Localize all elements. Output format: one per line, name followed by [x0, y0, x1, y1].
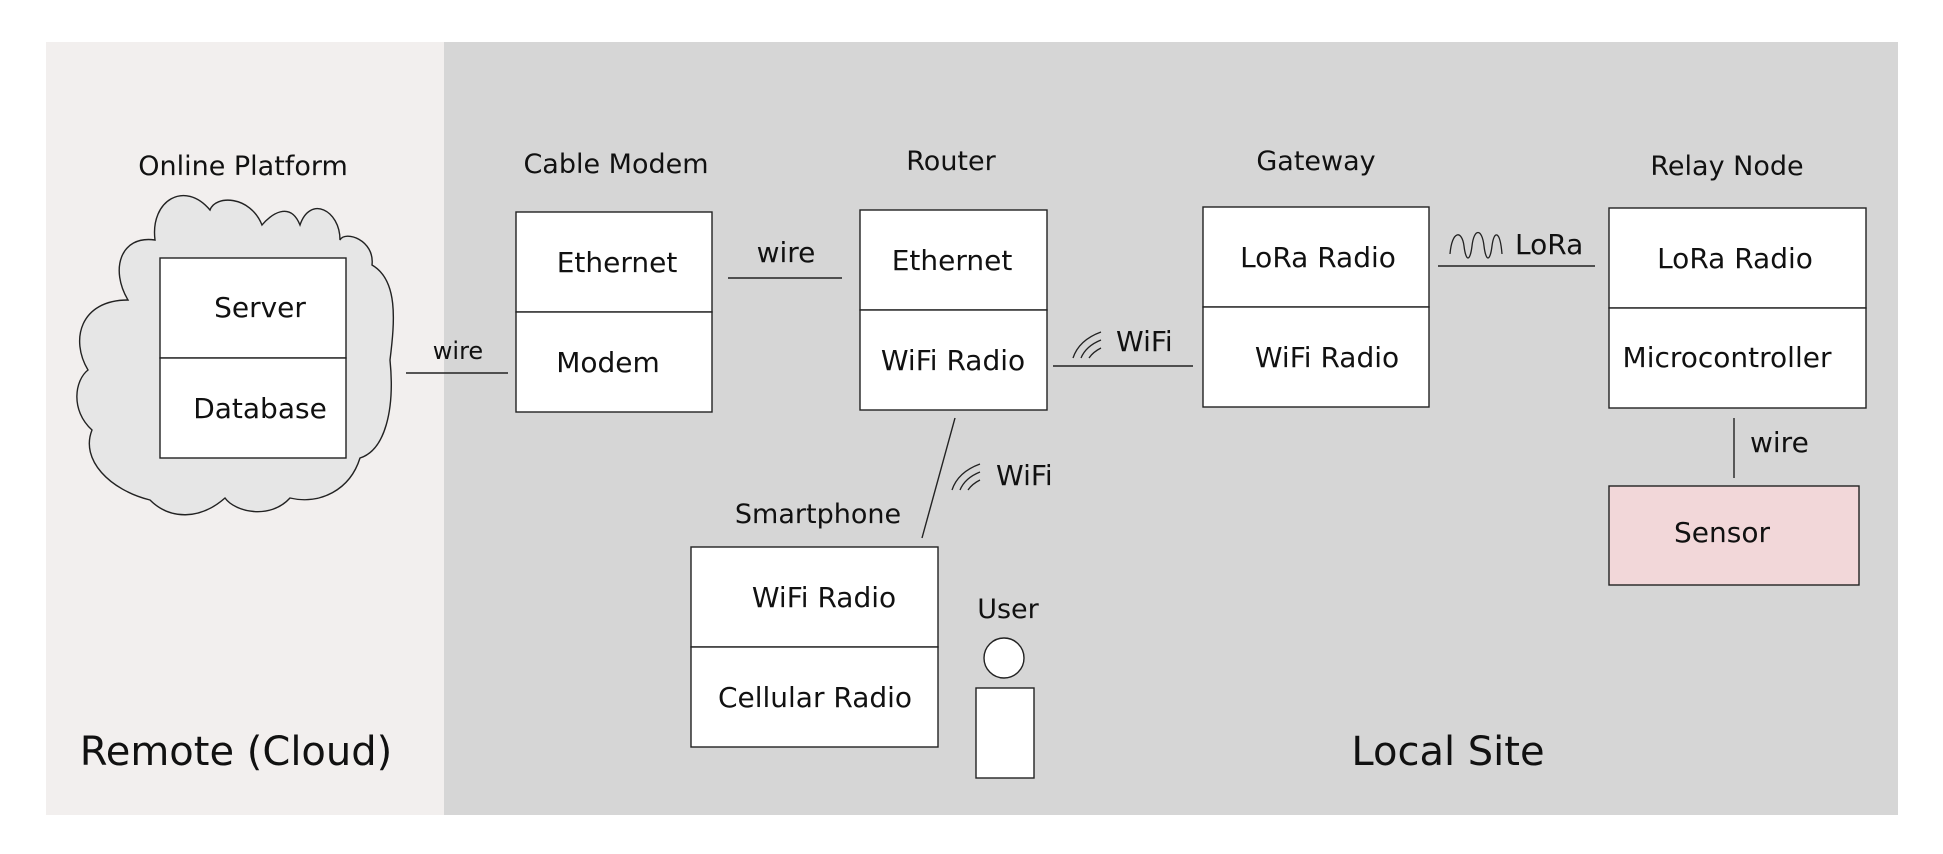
modem-ethernet-label: Ethernet: [557, 246, 678, 279]
router-ethernet-label: Ethernet: [892, 244, 1013, 277]
gateway-wifi-label: WiFi Radio: [1255, 341, 1399, 374]
link-router-smartphone-label: WiFi: [996, 459, 1053, 492]
router-title: Router: [906, 146, 996, 177]
relay-mcu-cell: [1608, 307, 1867, 409]
modem-modem-cell: [515, 311, 713, 413]
gateway-wifi-cell: [1202, 306, 1430, 408]
server-cell: [159, 257, 347, 359]
database-label: Database: [193, 392, 327, 425]
relay-node-title: Relay Node: [1650, 151, 1803, 182]
link-platform-modem-label: wire: [433, 337, 483, 365]
link-modem-router-label: wire: [757, 236, 816, 269]
person-icon: [975, 637, 1035, 779]
link-router-gateway-label: WiFi: [1116, 325, 1173, 358]
sensor-label: Sensor: [1674, 516, 1770, 549]
smartphone-wifi-label: WiFi Radio: [752, 581, 896, 614]
user-title: User: [977, 594, 1039, 625]
wifi-signal-icon: [951, 463, 981, 491]
modem-ethernet-cell: [515, 211, 713, 313]
router-ethernet-cell: [859, 209, 1048, 311]
smartphone-cellular-cell: [690, 646, 939, 748]
router-wifi-cell: [859, 309, 1048, 411]
modem-modem-label: Modem: [556, 346, 660, 379]
local-zone: [444, 42, 1898, 815]
database-cell: [159, 357, 347, 459]
remote-zone-label: Remote (Cloud): [80, 729, 393, 775]
online-platform-title: Online Platform: [138, 151, 348, 182]
sensor-box: [1608, 485, 1860, 586]
gateway-title: Gateway: [1256, 146, 1375, 177]
link-router-smartphone: [921, 417, 956, 539]
server-label: Server: [214, 291, 306, 324]
relay-mcu-label: Microcontroller: [1623, 341, 1832, 374]
smartphone-wifi-cell: [690, 546, 939, 648]
local-zone-label: Local Site: [1351, 729, 1544, 775]
relay-lora-cell: [1608, 207, 1867, 309]
link-relay-sensor-label: wire: [1750, 426, 1809, 459]
gateway-lora-label: LoRa Radio: [1240, 241, 1396, 274]
smartphone-title: Smartphone: [735, 499, 901, 530]
relay-lora-label: LoRa Radio: [1657, 242, 1813, 275]
router-wifi-label: WiFi Radio: [881, 344, 1025, 377]
cable-modem-title: Cable Modem: [523, 149, 708, 180]
link-gateway-relay-label: LoRa: [1515, 228, 1583, 261]
smartphone-cellular-label: Cellular Radio: [718, 681, 912, 714]
wifi-signal-icon: [1072, 331, 1102, 359]
lora-wave-icon: [1449, 231, 1503, 259]
